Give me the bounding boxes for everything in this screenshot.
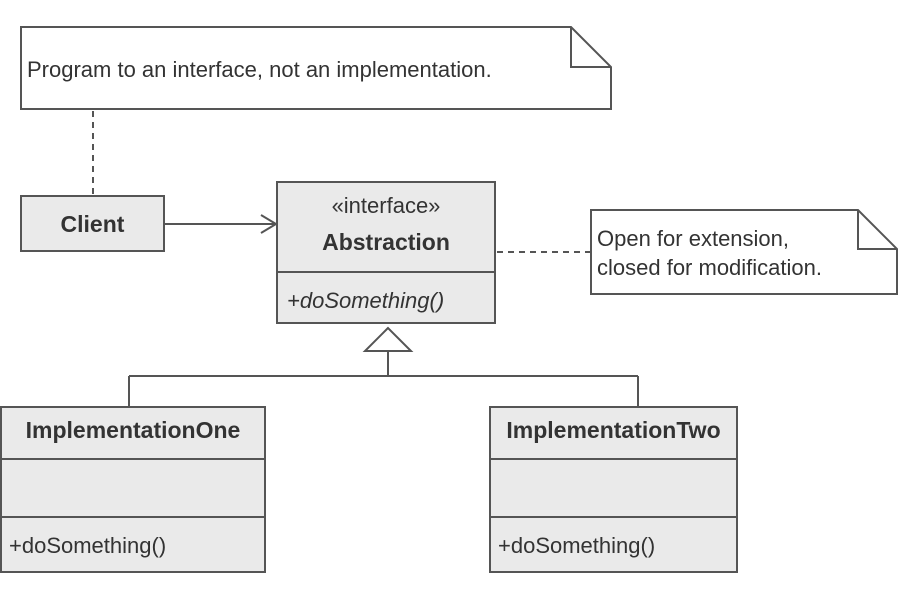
note-open-closed-line2: closed for modification. [597,255,822,280]
note-interface-text: Program to an interface, not an implemen… [27,57,492,82]
note-interface-shape [20,26,612,110]
note-open-closed: Open for extension, closed for modificat… [590,209,898,295]
note-open-closed-line1: Open for extension, [597,226,789,251]
realization-connector [128,326,639,407]
class-implementation-two-operation: +doSomething() [498,533,655,558]
note-interface-fold [570,27,611,68]
class-client-box [20,195,165,252]
class-abstraction-name: Abstraction [322,229,450,255]
class-abstraction-stereotype: «interface» [332,193,441,218]
class-abstraction: «interface» Abstraction +doSomething() [276,181,496,324]
class-abstraction-operation: +doSomething() [287,288,444,313]
class-implementation-one-name: ImplementationOne [26,417,241,443]
class-implementation-one: ImplementationOne +doSomething() [0,406,266,573]
class-client: Client [20,195,165,252]
class-client-name: Client [61,211,125,237]
class-implementation-two: ImplementationTwo +doSomething() [489,406,738,573]
class-abstraction-box [276,181,496,324]
realization-triangle [362,326,414,352]
note-open-closed-fold [857,210,897,250]
class-implementation-one-operation: +doSomething() [9,533,166,558]
class-implementation-two-name: ImplementationTwo [506,417,720,443]
association-client-abstraction [164,214,278,234]
class-implementation-one-box [0,406,266,573]
note-interface: Program to an interface, not an implemen… [20,26,612,110]
class-implementation-two-box [489,406,738,573]
note-open-closed-shape [590,209,898,295]
